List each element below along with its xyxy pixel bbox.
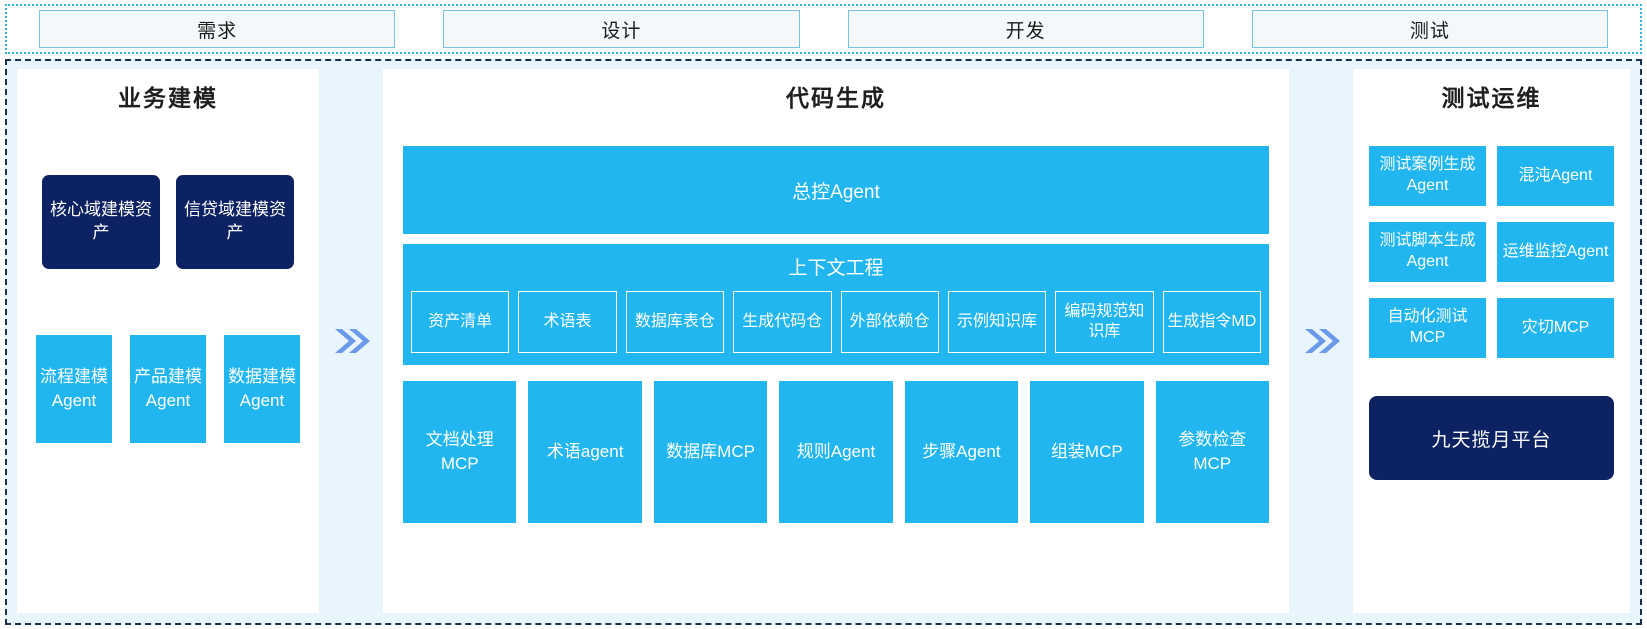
test-ops-grid: 测试案例生成Agent 混沌Agent 测试脚本生成Agent 运维监控Agen… <box>1369 146 1614 358</box>
context-item-generation-instruction-md[interactable]: 生成指令MD <box>1162 291 1261 353</box>
main-area: 业务建模 核心域建模资产 信贷域建模资产 流程建模Agent 产品建模Agent… <box>5 59 1642 625</box>
context-item-example-knowledge-base[interactable]: 示例知识库 <box>947 291 1047 353</box>
flow-arrow-right <box>1289 69 1353 613</box>
modeling-assets-row: 核心域建模资产 信贷域建模资产 <box>42 175 294 269</box>
phase-box-design[interactable]: 设计 <box>443 10 800 48</box>
context-item-generated-code-repo[interactable]: 生成代码仓 <box>733 291 832 353</box>
tool-step-agent[interactable]: 步骤Agent <box>904 381 1019 523</box>
left-panel-body: 核心域建模资产 信贷域建模资产 流程建模Agent 产品建模Agent 数据建模… <box>17 117 319 613</box>
context-engineering-title: 上下文工程 <box>788 258 884 279</box>
phase-label: 开发 <box>1005 20 1046 42</box>
flow-arrow-left <box>319 69 383 613</box>
right-panel-body: 测试案例生成Agent 混沌Agent 测试脚本生成Agent 运维监控Agen… <box>1353 117 1630 613</box>
context-item-glossary[interactable]: 术语表 <box>518 291 617 353</box>
center-panel-body: 总控Agent 上下文工程 资产清单 术语表 数据库表仓 生成代码仓 外部依赖仓… <box>383 117 1289 613</box>
tool-parameter-check-mcp[interactable]: 参数检查MCP <box>1155 381 1269 523</box>
context-item-external-dependency-repo[interactable]: 外部依赖仓 <box>840 291 939 353</box>
agent-product-modeling[interactable]: 产品建模Agent <box>130 335 206 443</box>
panel-test-ops: 测试运维 测试案例生成Agent 混沌Agent 测试脚本生成Agent 运维监… <box>1353 69 1630 613</box>
context-engineering-block: 上下文工程 资产清单 术语表 数据库表仓 生成代码仓 外部依赖仓 示例知识库 编… <box>403 244 1269 365</box>
phase-label: 需求 <box>197 20 238 42</box>
tools-row: 文档处理MCP 术语agent 数据库MCP 规则Agent 步骤Agent 组… <box>403 381 1269 523</box>
tool-rule-agent[interactable]: 规则Agent <box>779 381 893 523</box>
agent-data-modeling[interactable]: 数据建模Agent <box>224 335 300 443</box>
chaos-agent[interactable]: 混沌Agent <box>1497 146 1614 206</box>
tool-assembly-mcp[interactable]: 组装MCP <box>1030 381 1144 523</box>
phase-label: 设计 <box>601 20 642 42</box>
panel-title: 业务建模 <box>118 85 218 111</box>
phase-strip: 需求 设计 开发 测试 <box>5 4 1642 54</box>
automated-test-mcp[interactable]: 自动化测试MCP <box>1369 298 1486 358</box>
test-script-generation-agent[interactable]: 测试脚本生成Agent <box>1369 222 1486 282</box>
panel-code-generation: 代码生成 总控Agent 上下文工程 资产清单 术语表 数据库表仓 生成代码仓 … <box>383 69 1289 613</box>
context-item-db-table-repo[interactable]: 数据库表仓 <box>625 291 725 353</box>
disaster-switch-mcp[interactable]: 灾切MCP <box>1497 298 1614 358</box>
phase-box-testing[interactable]: 测试 <box>1251 10 1608 48</box>
asset-credit-domain[interactable]: 信贷域建模资产 <box>176 175 294 269</box>
tool-glossary-agent[interactable]: 术语agent <box>528 381 642 523</box>
context-items-row: 资产清单 术语表 数据库表仓 生成代码仓 外部依赖仓 示例知识库 编码规范知识库… <box>411 291 1261 353</box>
phase-label: 测试 <box>1409 20 1450 42</box>
tool-database-mcp[interactable]: 数据库MCP <box>653 381 768 523</box>
panel-business-modeling: 业务建模 核心域建模资产 信贷域建模资产 流程建模Agent 产品建模Agent… <box>17 69 319 613</box>
tool-document-processing-mcp[interactable]: 文档处理MCP <box>403 381 517 523</box>
ops-monitoring-agent[interactable]: 运维监控Agent <box>1497 222 1614 282</box>
double-chevron-right-icon <box>1305 329 1340 353</box>
context-item-coding-standard-kb[interactable]: 编码规范知识库 <box>1055 291 1154 353</box>
agent-process-modeling[interactable]: 流程建模Agent <box>36 335 112 443</box>
phase-box-requirements[interactable]: 需求 <box>39 10 396 48</box>
context-item-asset-inventory[interactable]: 资产清单 <box>411 291 510 353</box>
master-control-agent[interactable]: 总控Agent <box>403 146 1269 234</box>
test-case-generation-agent[interactable]: 测试案例生成Agent <box>1369 146 1486 206</box>
phase-box-development[interactable]: 开发 <box>847 10 1204 48</box>
panel-title: 代码生成 <box>786 85 886 111</box>
asset-core-domain[interactable]: 核心域建模资产 <box>42 175 160 269</box>
panel-title: 测试运维 <box>1441 85 1542 111</box>
jiutian-lanyue-platform[interactable]: 九天揽月平台 <box>1369 396 1614 480</box>
modeling-agents-row: 流程建模Agent 产品建模Agent 数据建模Agent <box>36 335 300 443</box>
double-chevron-right-icon <box>335 329 370 353</box>
